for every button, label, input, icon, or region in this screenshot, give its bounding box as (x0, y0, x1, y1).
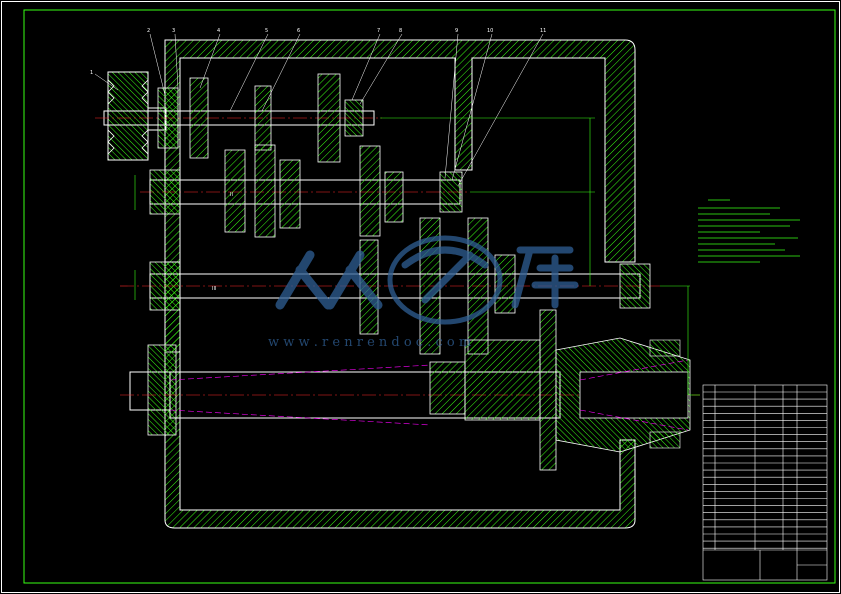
shaft-2: II (140, 144, 470, 238)
balloon-11: 11 (540, 28, 546, 34)
shaft-mark-3: III (212, 286, 216, 292)
watermark: w w w . r e n r e n d o c . c o m (268, 235, 579, 350)
technical-requirements (698, 199, 800, 263)
leader-lines (94, 33, 544, 187)
balloon-1: 1 (90, 70, 93, 76)
balloon-8: 8 (399, 28, 402, 34)
shaft-mark-2: II (230, 192, 233, 198)
shaft-1 (95, 73, 382, 163)
part-balloons: 1 2 3 4 5 6 7 8 9 10 11 (90, 28, 546, 76)
inner-frame (23, 9, 836, 584)
balloon-7: 7 (377, 28, 380, 34)
belt-pulley (107, 71, 167, 161)
parts-list-table (702, 384, 828, 581)
balloon-3: 3 (172, 28, 175, 34)
dimension-lines (134, 117, 700, 396)
watermark-url: w w w . r e n r e n d o c . c o m (268, 335, 471, 350)
spindle (120, 309, 700, 471)
balloon-6: 6 (297, 28, 300, 34)
balloon-4: 4 (217, 28, 220, 34)
balloon-2: 2 (147, 28, 150, 34)
balloon-9: 9 (455, 28, 458, 34)
balloon-10: 10 (487, 28, 493, 34)
balloon-5: 5 (265, 28, 268, 34)
